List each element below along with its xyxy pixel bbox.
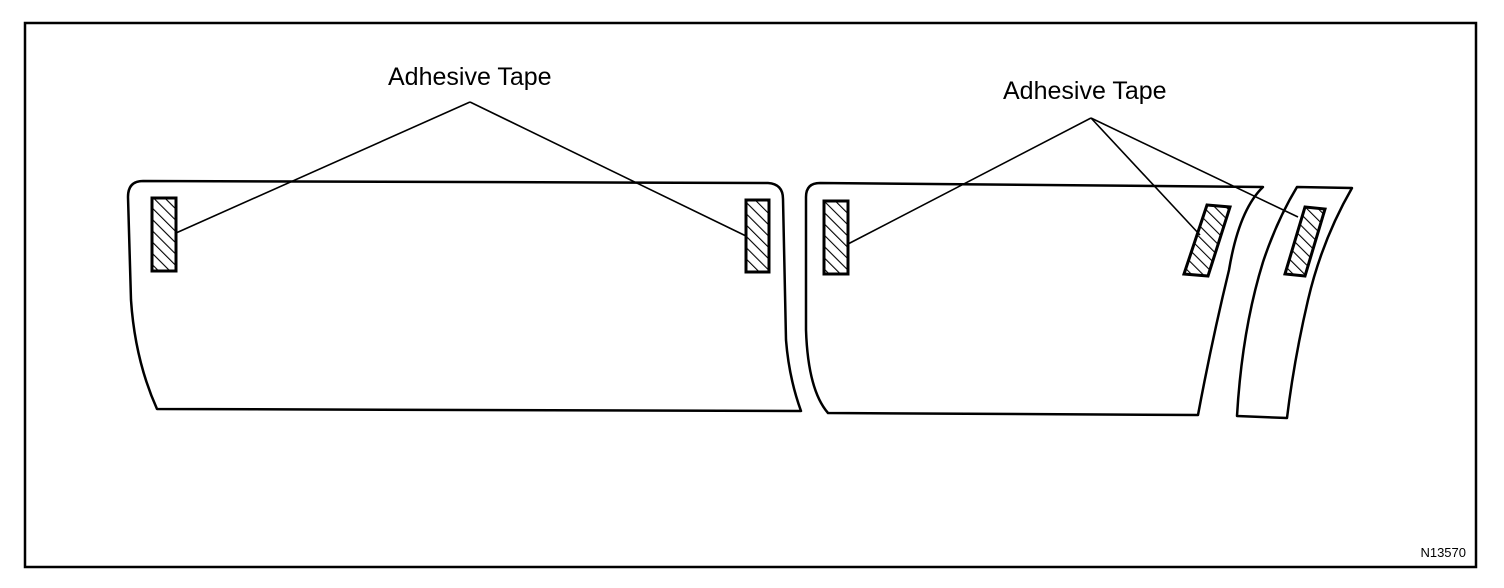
leader-line-left-1 <box>175 101 471 234</box>
diagram-frame <box>23 21 1478 569</box>
leader-line-right-1 <box>847 117 1092 245</box>
left-panel-outline <box>126 179 803 413</box>
figure-id: N13570 <box>1420 545 1466 560</box>
adhesive-tape-pad-left-2 <box>744 198 771 274</box>
middle-panel-outline <box>804 181 1265 417</box>
adhesive-tape-pad-middle-1 <box>822 199 850 276</box>
adhesive-tape-pad-right <box>1283 205 1327 278</box>
leader-line-left-2 <box>469 101 747 237</box>
adhesive-tape-pad-middle-2 <box>1181 203 1232 278</box>
adhesive-tape-pad-left-1 <box>150 196 178 273</box>
leader-line-right-3 <box>1090 117 1299 218</box>
leader-line-right-2 <box>1090 117 1201 236</box>
adhesive-tape-label-left: Adhesive Tape <box>388 63 552 91</box>
right-panel-outline <box>1235 185 1354 420</box>
adhesive-tape-label-right: Adhesive Tape <box>1003 77 1167 105</box>
